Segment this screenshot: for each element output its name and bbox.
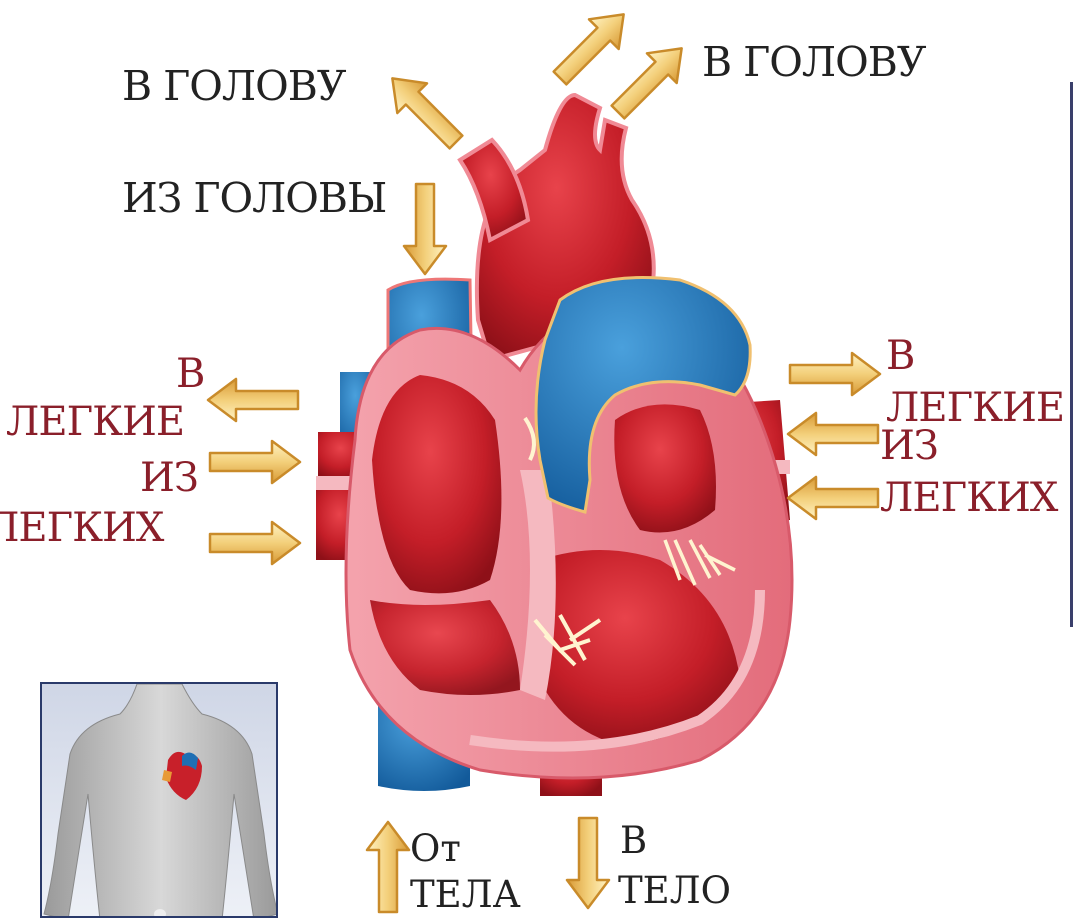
label-left-from-lungs-2: ЛЕГКИХ [0,508,163,548]
body-figure [42,684,278,918]
arrow-from-lungs-left-1 [210,441,300,483]
label-from-body-1: От [410,830,461,867]
arrow-from-lungs-right-1 [788,413,878,455]
arrow-from-lungs-left-2 [210,522,300,564]
right-atrium [372,375,501,593]
label-to-head-left: В ГОЛОВУ [122,66,346,107]
label-to-head-right: В ГОЛОВУ [702,42,926,83]
arrow-to-head-center [545,0,638,93]
body-inset [40,682,278,918]
arrow-to-head-left [378,64,471,157]
brachiocephalic-artery [460,140,528,240]
arrow-to-lungs-right [790,353,880,395]
label-left-to-lungs-1: В [176,354,204,394]
label-from-head: ИЗ ГОЛОВЫ [122,178,386,219]
arrow-from-lungs-right-2 [788,477,878,519]
side-divider [1070,82,1073,627]
label-right-from-lungs-1: ИЗ [880,426,938,466]
label-left-from-lungs-1: ИЗ [140,458,198,498]
label-right-to-lungs-1: В [886,336,914,376]
label-left-to-lungs-2: ЛЕГКИЕ [6,402,184,442]
arrow-to-lungs-left [208,379,298,421]
label-right-from-lungs-2: ЛЕГКИХ [880,478,1057,518]
arrow-from-body [367,822,409,912]
arrow-to-body [567,818,609,908]
label-to-body-1: В [620,822,647,859]
label-right-to-lungs-2: ЛЕГКИЕ [886,388,1064,428]
arrow-from-head [404,184,446,274]
label-to-body-2: ТЕЛО [618,872,731,909]
label-from-body-2: ТЕЛА [410,876,521,913]
